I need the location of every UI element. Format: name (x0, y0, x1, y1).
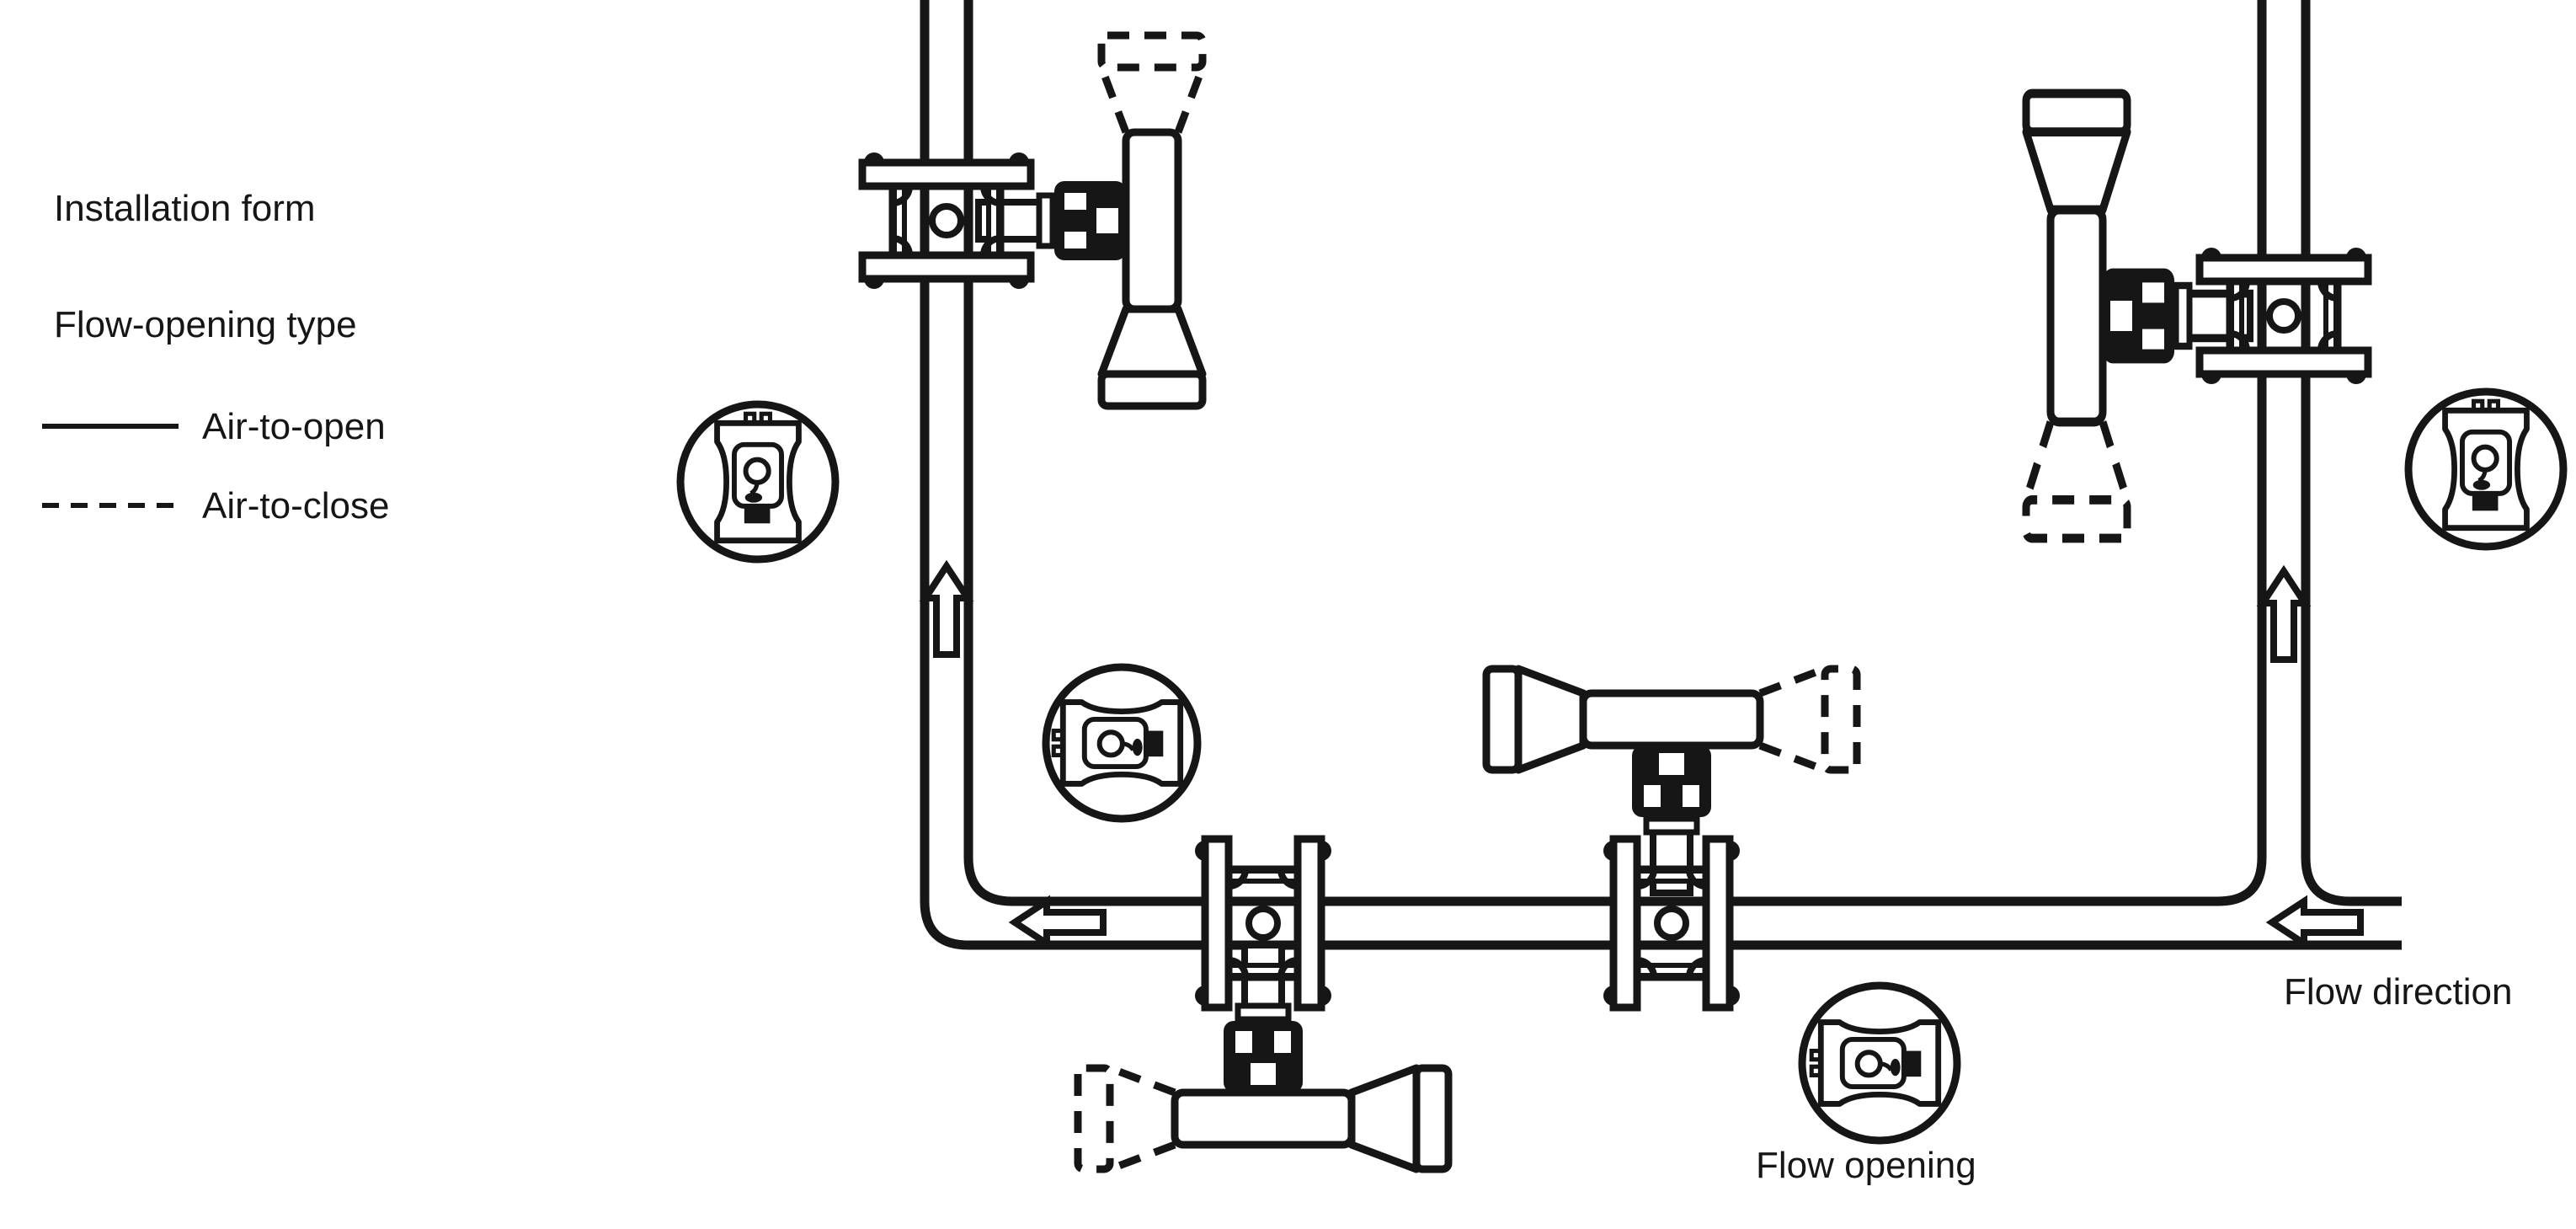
actuator-top-left (979, 35, 1203, 406)
detail-circle-top-left (676, 400, 840, 564)
legend-label-air-to-close: Air-to-close (202, 485, 390, 526)
legend-title: Installation form (54, 188, 316, 229)
valve-assembly-top-left (862, 35, 1203, 406)
detail-circle-bottom (1798, 981, 1961, 1145)
valve-assembly-center (1486, 669, 1857, 1007)
valve-cross-section-icon (2445, 401, 2527, 527)
left-arrow-icon-tee (2265, 895, 2364, 950)
detail-circle-top-right (2404, 387, 2568, 551)
detail-circle-mid-left (1042, 663, 1202, 823)
pipe-outer-wall (920, 0, 2402, 950)
pipe-right-wall (2301, 0, 2402, 906)
valve-cross-section-icon (717, 414, 799, 540)
flow-opening-label: Flow opening (1756, 1145, 1976, 1186)
actuator-top-right (2026, 94, 2250, 538)
legend-label-air-to-open: Air-to-open (202, 406, 386, 447)
legend: Installation form Flow-opening type Air-… (42, 188, 390, 526)
legend-subtitle: Flow-opening type (54, 304, 357, 345)
up-arrow-icon-right-pipe (2256, 564, 2312, 663)
valve-cross-section-icon (1053, 703, 1180, 784)
actuator-center (1486, 669, 1857, 893)
flow-direction-label: Flow direction (2284, 971, 2512, 1013)
flow-arrows (919, 559, 2364, 950)
left-arrow-icon-elbow (1008, 895, 1107, 950)
valve-assembly-top-right (2026, 94, 2368, 538)
detail-circles (676, 387, 2568, 1145)
valve-assembly-bottom (1078, 839, 1448, 1169)
up-arrow-icon-left-pipe (919, 559, 974, 658)
valve-cross-section-icon (1811, 1023, 1938, 1104)
